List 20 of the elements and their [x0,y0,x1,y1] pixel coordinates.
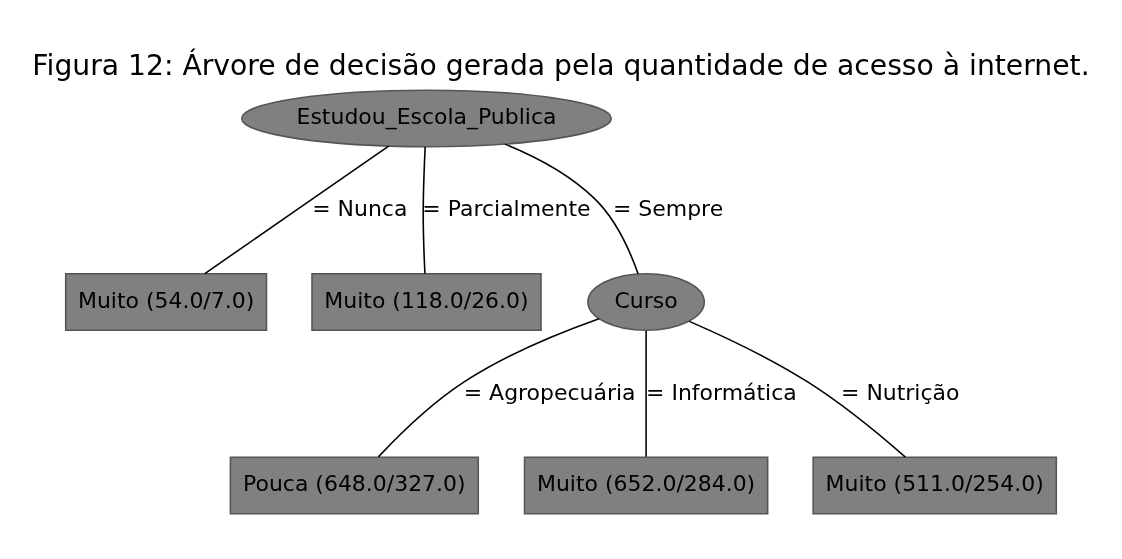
connector [204,144,390,274]
node-ellipse: Estudou_Escola_Publica [240,88,613,147]
connector [422,145,426,274]
connector [645,329,647,458]
edge-label: = Parcialmente [422,195,591,221]
connector [504,142,639,275]
diagram-title: Figura 12: Árvore de decisão gerada pela quantidade de acesso à internet. [32,48,1090,82]
edge-label: = Nutrição [841,379,960,405]
edge-label: = Nunca [312,195,408,221]
node-box: Muito (54.0/7.0) [64,272,268,331]
node-box: Pouca (648.0/327.0) [229,455,480,514]
node-box: Muito (511.0/254.0) [812,455,1058,514]
node-box: Muito (652.0/284.0) [523,455,769,514]
connector [377,317,600,458]
node-ellipse: Curso [587,272,706,331]
edge-label: = Agropecuária [463,379,636,405]
node-box: Muito (118.0/26.0) [311,272,542,331]
edge-label: = Informática [646,379,797,405]
connector [688,320,907,458]
edge-label: = Sempre [612,195,724,221]
